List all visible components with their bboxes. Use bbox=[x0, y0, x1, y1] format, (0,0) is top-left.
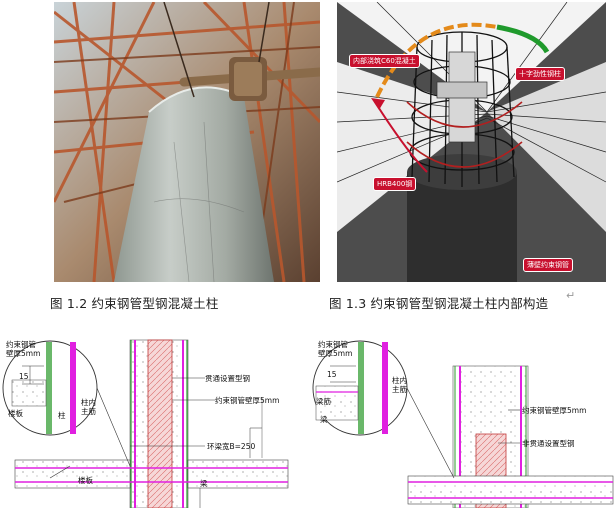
note-left-beam: 梁 bbox=[200, 479, 208, 488]
note-right-tube-wall: 约束钢管壁厚5mm bbox=[522, 406, 587, 415]
label-inner-concrete: 内部浇筑C60混凝土 bbox=[349, 54, 420, 68]
section-drawing-left bbox=[2, 339, 289, 509]
detail-right-dim: 15 bbox=[327, 370, 337, 379]
detail-right-beam-bar: 梁筋 bbox=[316, 397, 331, 406]
caption-fig-1-3: 图 1.3 约束钢管型钢混凝土柱内部构造 bbox=[329, 296, 549, 311]
note-left-through-steel: 贯通设置型钢 bbox=[205, 374, 250, 383]
drawing-left: 约束钢管 壁厚5mm 15 楼板 柱 柱内 主筋 贯通设置型钢 约束钢管壁厚5m… bbox=[0, 318, 300, 509]
render-column-interior: 内部浇筑C60混凝土 十字劲性钢柱 HRB400钢 薄壁约束钢管 bbox=[337, 2, 606, 282]
detail-left-dim: 15 bbox=[19, 372, 29, 381]
label-thin-tube: 薄壁约束钢管 bbox=[523, 258, 573, 272]
detail-right-inner-bar: 柱内 主筋 bbox=[392, 376, 407, 394]
detail-left-inner-bar: 柱内 主筋 bbox=[81, 398, 96, 416]
photo-column-construction bbox=[54, 2, 320, 282]
note-right-non-through-steel: 非贯通设置型钢 bbox=[522, 439, 575, 448]
detail-left-tube-wall: 约束钢管 壁厚5mm bbox=[6, 340, 41, 358]
note-left-ring-beam: 环梁宽B=250 bbox=[207, 442, 256, 451]
note-left-tube-wall: 约束钢管壁厚5mm bbox=[215, 396, 280, 405]
drawing-right: 约束钢管 壁厚5mm 15 梁筋 梁 柱内 主筋 约束钢管壁厚5mm 非贯通设置… bbox=[308, 318, 616, 509]
label-hrb-bar: HRB400钢 bbox=[373, 177, 417, 191]
detail-right-beam: 梁 bbox=[320, 415, 328, 424]
paragraph-mark: ↵ bbox=[566, 289, 576, 302]
column-interior-3d-image bbox=[337, 2, 606, 282]
label-cross-steel: 十字劲性钢柱 bbox=[515, 67, 565, 81]
note-left-slab: 楼板 bbox=[78, 476, 93, 485]
caption-fig-1-2: 图 1.2 约束钢管型钢混凝土柱 bbox=[50, 296, 219, 311]
section-drawing-right bbox=[312, 340, 614, 509]
detail-left-slab: 楼板 bbox=[8, 409, 23, 418]
detail-left-column: 柱 bbox=[58, 411, 66, 420]
detail-right-tube-wall: 约束钢管 壁厚5mm bbox=[318, 340, 353, 358]
column-scaffold-image bbox=[54, 2, 320, 282]
